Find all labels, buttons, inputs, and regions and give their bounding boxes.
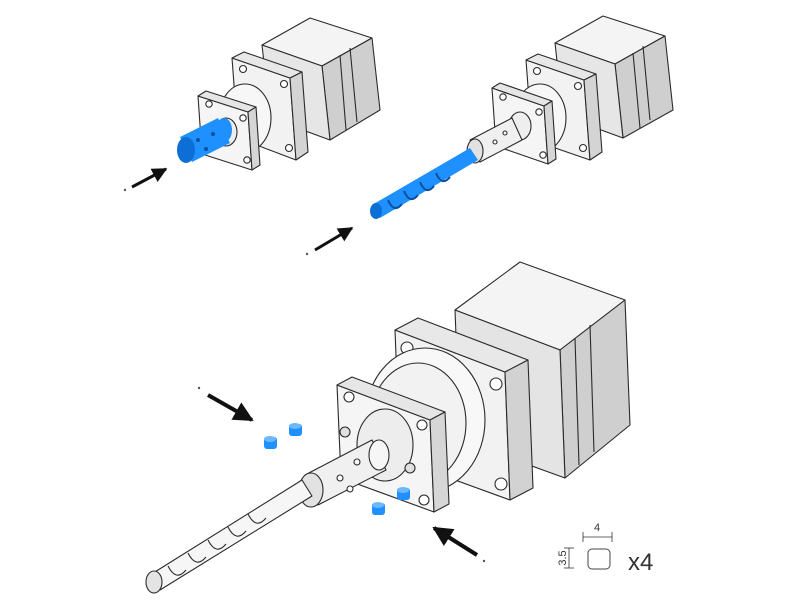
insert-arrow-2: [314, 226, 354, 252]
step-3: [145, 261, 631, 594]
arrow-dot-2: [305, 252, 309, 256]
step-1: [123, 17, 381, 192]
insert-arrow-1: [131, 167, 168, 189]
arrow-dot-1: [123, 188, 127, 192]
stepper-motor-3: [336, 261, 631, 513]
arrow-dot-4: [482, 559, 486, 563]
arrow-dot-3: [197, 386, 201, 390]
set-screw-4: [372, 502, 385, 515]
auger-screw-assembled: [145, 479, 313, 594]
dim-height-label: 3.5: [557, 550, 569, 565]
insert-arrow-3: [207, 393, 254, 422]
dim-width-label: 4: [594, 522, 600, 534]
coupler-part: [177, 118, 232, 163]
set-screw-1: [264, 436, 277, 449]
dimension-width: 4: [582, 522, 613, 542]
coupler-installed: [466, 117, 523, 164]
set-screw-3: [397, 487, 410, 500]
insert-arrow-4: [432, 526, 479, 557]
dimension-height: 3.5: [557, 547, 574, 569]
set-screw-spec: 4 3.5 x4: [557, 522, 653, 576]
stepper-motor-2: [491, 15, 674, 165]
step-2: [305, 15, 674, 256]
quantity-label: x4: [628, 549, 653, 576]
set-screw-icon: [587, 548, 611, 570]
set-screw-2: [289, 423, 302, 436]
auger-screw-part: [370, 148, 478, 219]
coupler-assembled: [298, 439, 390, 508]
set-screws: [264, 423, 410, 515]
stepper-motor-1: [197, 17, 381, 171]
